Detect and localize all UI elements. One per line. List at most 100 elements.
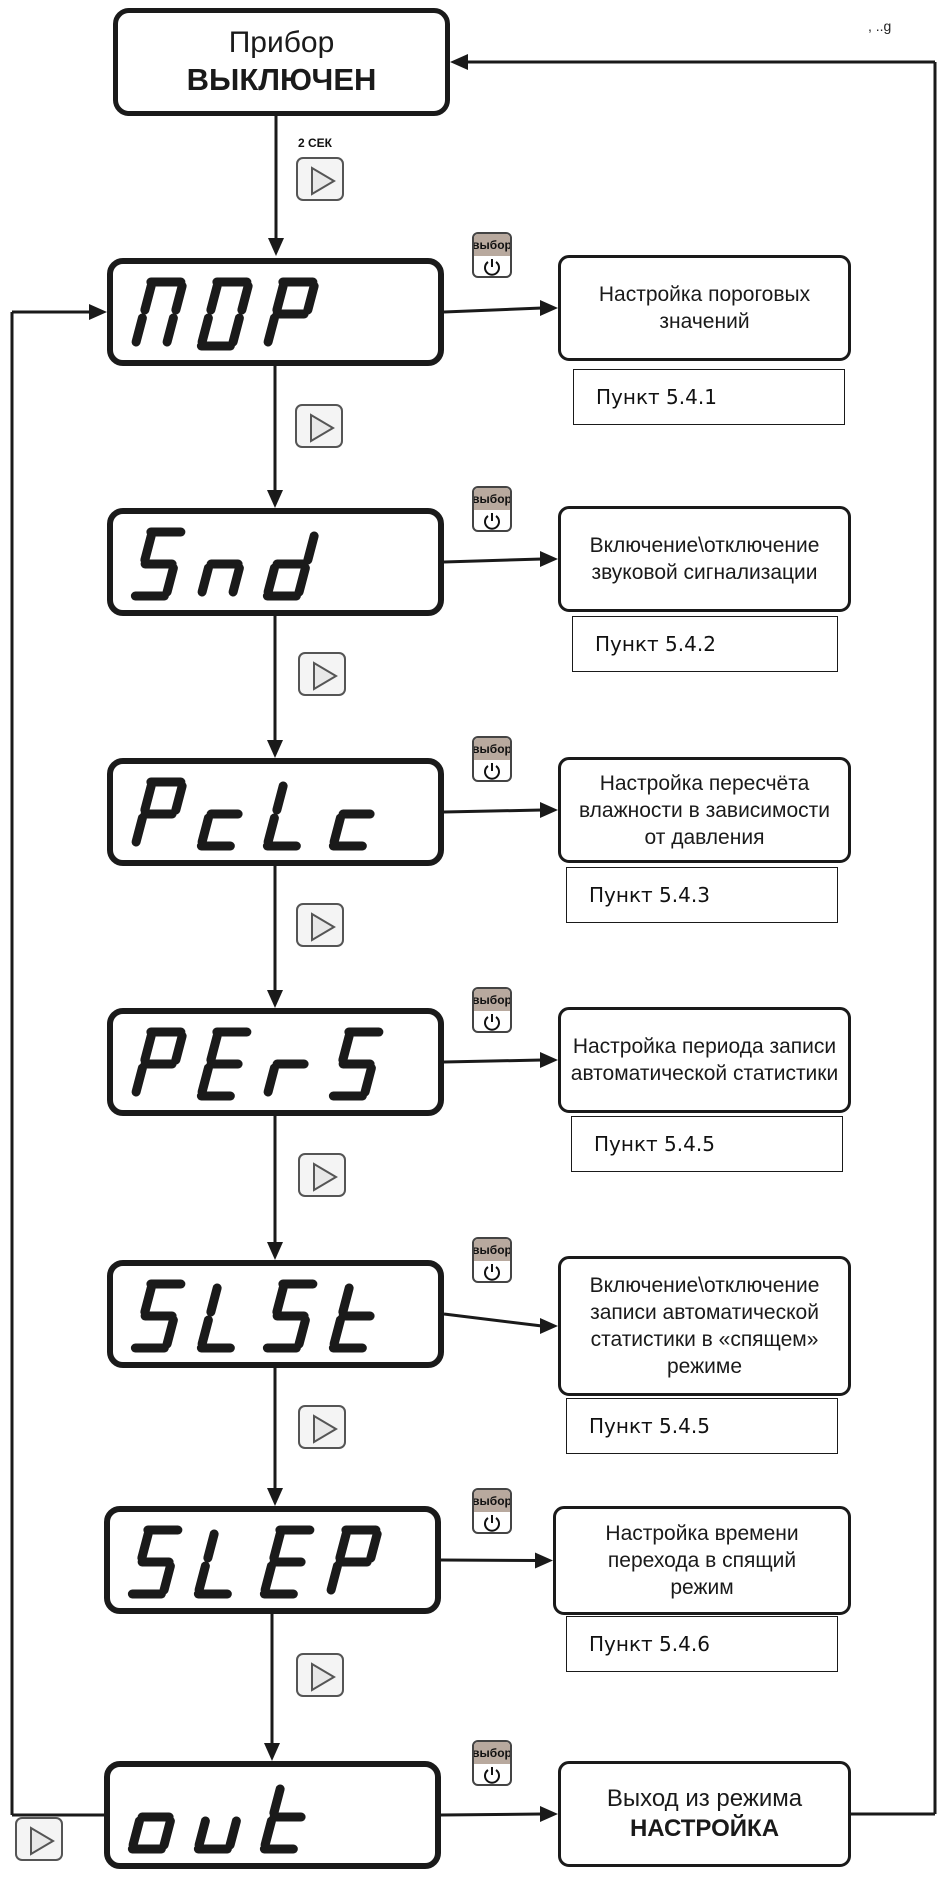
menu-display-1: [107, 508, 444, 616]
power-icon: [484, 1515, 500, 1532]
power-icon: [484, 259, 500, 276]
select-power-button: выбор: [472, 1740, 512, 1786]
arrowhead: [267, 740, 283, 758]
menu-display-2: [107, 758, 444, 866]
menu-description-2: Настройка пересчёта влажности в зависимо…: [558, 757, 851, 863]
connector-line: [443, 1058, 543, 1064]
lcd-character: [326, 1525, 382, 1595]
arrowhead: [540, 802, 558, 818]
section-reference: Пункт 5.4.3: [566, 867, 838, 923]
menu-description-1: Включение\отключение звуковой сигнализац…: [558, 506, 851, 612]
menu-description-0: Настройка пороговых значений: [558, 255, 851, 361]
power-icon: [484, 763, 500, 780]
connector-line: [443, 1312, 543, 1328]
exit-line1: Выход из режима: [606, 1785, 803, 1812]
lcd-character: [196, 809, 243, 851]
device-off-state: Прибор ВЫКЛЮЧЕН: [113, 8, 450, 116]
play-triangle-icon: [30, 1826, 55, 1856]
power-icon: [484, 1264, 500, 1281]
exit-line2: НАСТРОЙКА: [629, 1815, 780, 1842]
menu-description-5: Настройка времени перехода в спящий режи…: [553, 1506, 851, 1615]
device-off-line1: Прибор: [228, 26, 335, 59]
lcd-digits: [130, 1279, 375, 1353]
arrowhead: [540, 1052, 558, 1068]
lcd-character: [263, 1059, 309, 1097]
power-icon: [484, 513, 500, 530]
section-reference: Пункт 5.4.5: [571, 1116, 843, 1172]
lcd-character: [127, 1525, 183, 1599]
lcd-digits: [127, 1784, 306, 1854]
lcd-character: [262, 781, 301, 851]
lcd-character: [131, 1027, 187, 1097]
select-power-button: выбор: [472, 1237, 512, 1283]
menu-description-4: Включение\отключение записи автоматическ…: [558, 1256, 851, 1396]
lcd-character: [196, 1027, 252, 1101]
lcd-digits: [131, 1027, 384, 1101]
menu-display-0: [107, 258, 444, 366]
select-button-label: выбор: [474, 989, 510, 1011]
connector-line: [443, 306, 543, 314]
select-button-label: выбор: [474, 738, 510, 760]
section-reference: Пункт 5.4.1: [573, 369, 845, 425]
next-arrow-button: [296, 1653, 344, 1697]
select-power-button: выбор: [472, 232, 512, 278]
select-button-label: выбор: [474, 1239, 510, 1261]
lcd-digits: [131, 777, 375, 851]
play-triangle-icon: [311, 912, 336, 942]
play-triangle-icon: [313, 661, 338, 691]
arrowhead: [540, 300, 558, 316]
play-triangle-icon: [310, 413, 335, 443]
lcd-character: [196, 277, 253, 351]
menu-display-3: [107, 1008, 444, 1116]
menu-display-5: [104, 1506, 441, 1614]
play-triangle-icon: [313, 1162, 338, 1192]
select-button-label: выбор: [474, 1490, 510, 1512]
arrowhead: [535, 1552, 553, 1569]
next-arrow-button: [298, 1153, 346, 1197]
lcd-character: [130, 527, 186, 601]
menu-display-4: [107, 1260, 444, 1368]
power-icon: [484, 1014, 500, 1031]
section-reference: Пункт 5.4.5: [566, 1398, 838, 1454]
arrowhead: [540, 1806, 558, 1822]
play-triangle-icon: [313, 1414, 338, 1444]
exit-display: [104, 1761, 441, 1869]
select-button-label: выбор: [474, 488, 510, 510]
arrowhead: [267, 1242, 283, 1260]
section-reference: Пункт 5.4.6: [566, 1616, 838, 1672]
arrowhead: [267, 990, 283, 1008]
page-corner-text: , ..g: [868, 18, 892, 34]
next-arrow-button: [296, 157, 344, 201]
select-power-button: выбор: [472, 736, 512, 782]
lcd-character: [130, 1279, 186, 1353]
arrowhead: [264, 1743, 280, 1761]
section-reference: Пункт 5.4.2: [572, 616, 838, 672]
lcd-digits: [131, 277, 319, 351]
next-arrow-button: [298, 1405, 346, 1449]
lcd-character: [127, 1812, 175, 1854]
lcd-character: [131, 777, 187, 847]
lcd-character: [193, 1816, 241, 1854]
arrowhead: [268, 238, 284, 256]
next-arrow-button: [15, 1817, 63, 1861]
connector-line: [443, 557, 543, 564]
lcd-character: [263, 277, 319, 347]
connector-line: [443, 808, 543, 814]
lcd-character: [262, 531, 319, 601]
connector-line: [440, 1812, 543, 1817]
next-arrow-button: [296, 903, 344, 947]
select-button-label: выбор: [474, 1742, 510, 1764]
lcd-character: [193, 1529, 232, 1599]
lcd-digits: [130, 527, 319, 601]
next-arrow-button: [295, 404, 343, 448]
connector-line: [440, 1558, 538, 1562]
play-triangle-icon: [311, 166, 336, 196]
arrowhead: [540, 551, 558, 567]
power-icon: [484, 1767, 500, 1784]
lcd-character: [259, 1784, 306, 1854]
play-triangle-icon: [311, 1662, 336, 1692]
lcd-character: [328, 809, 375, 851]
arrowhead: [540, 1318, 558, 1334]
arrowhead: [267, 490, 283, 508]
